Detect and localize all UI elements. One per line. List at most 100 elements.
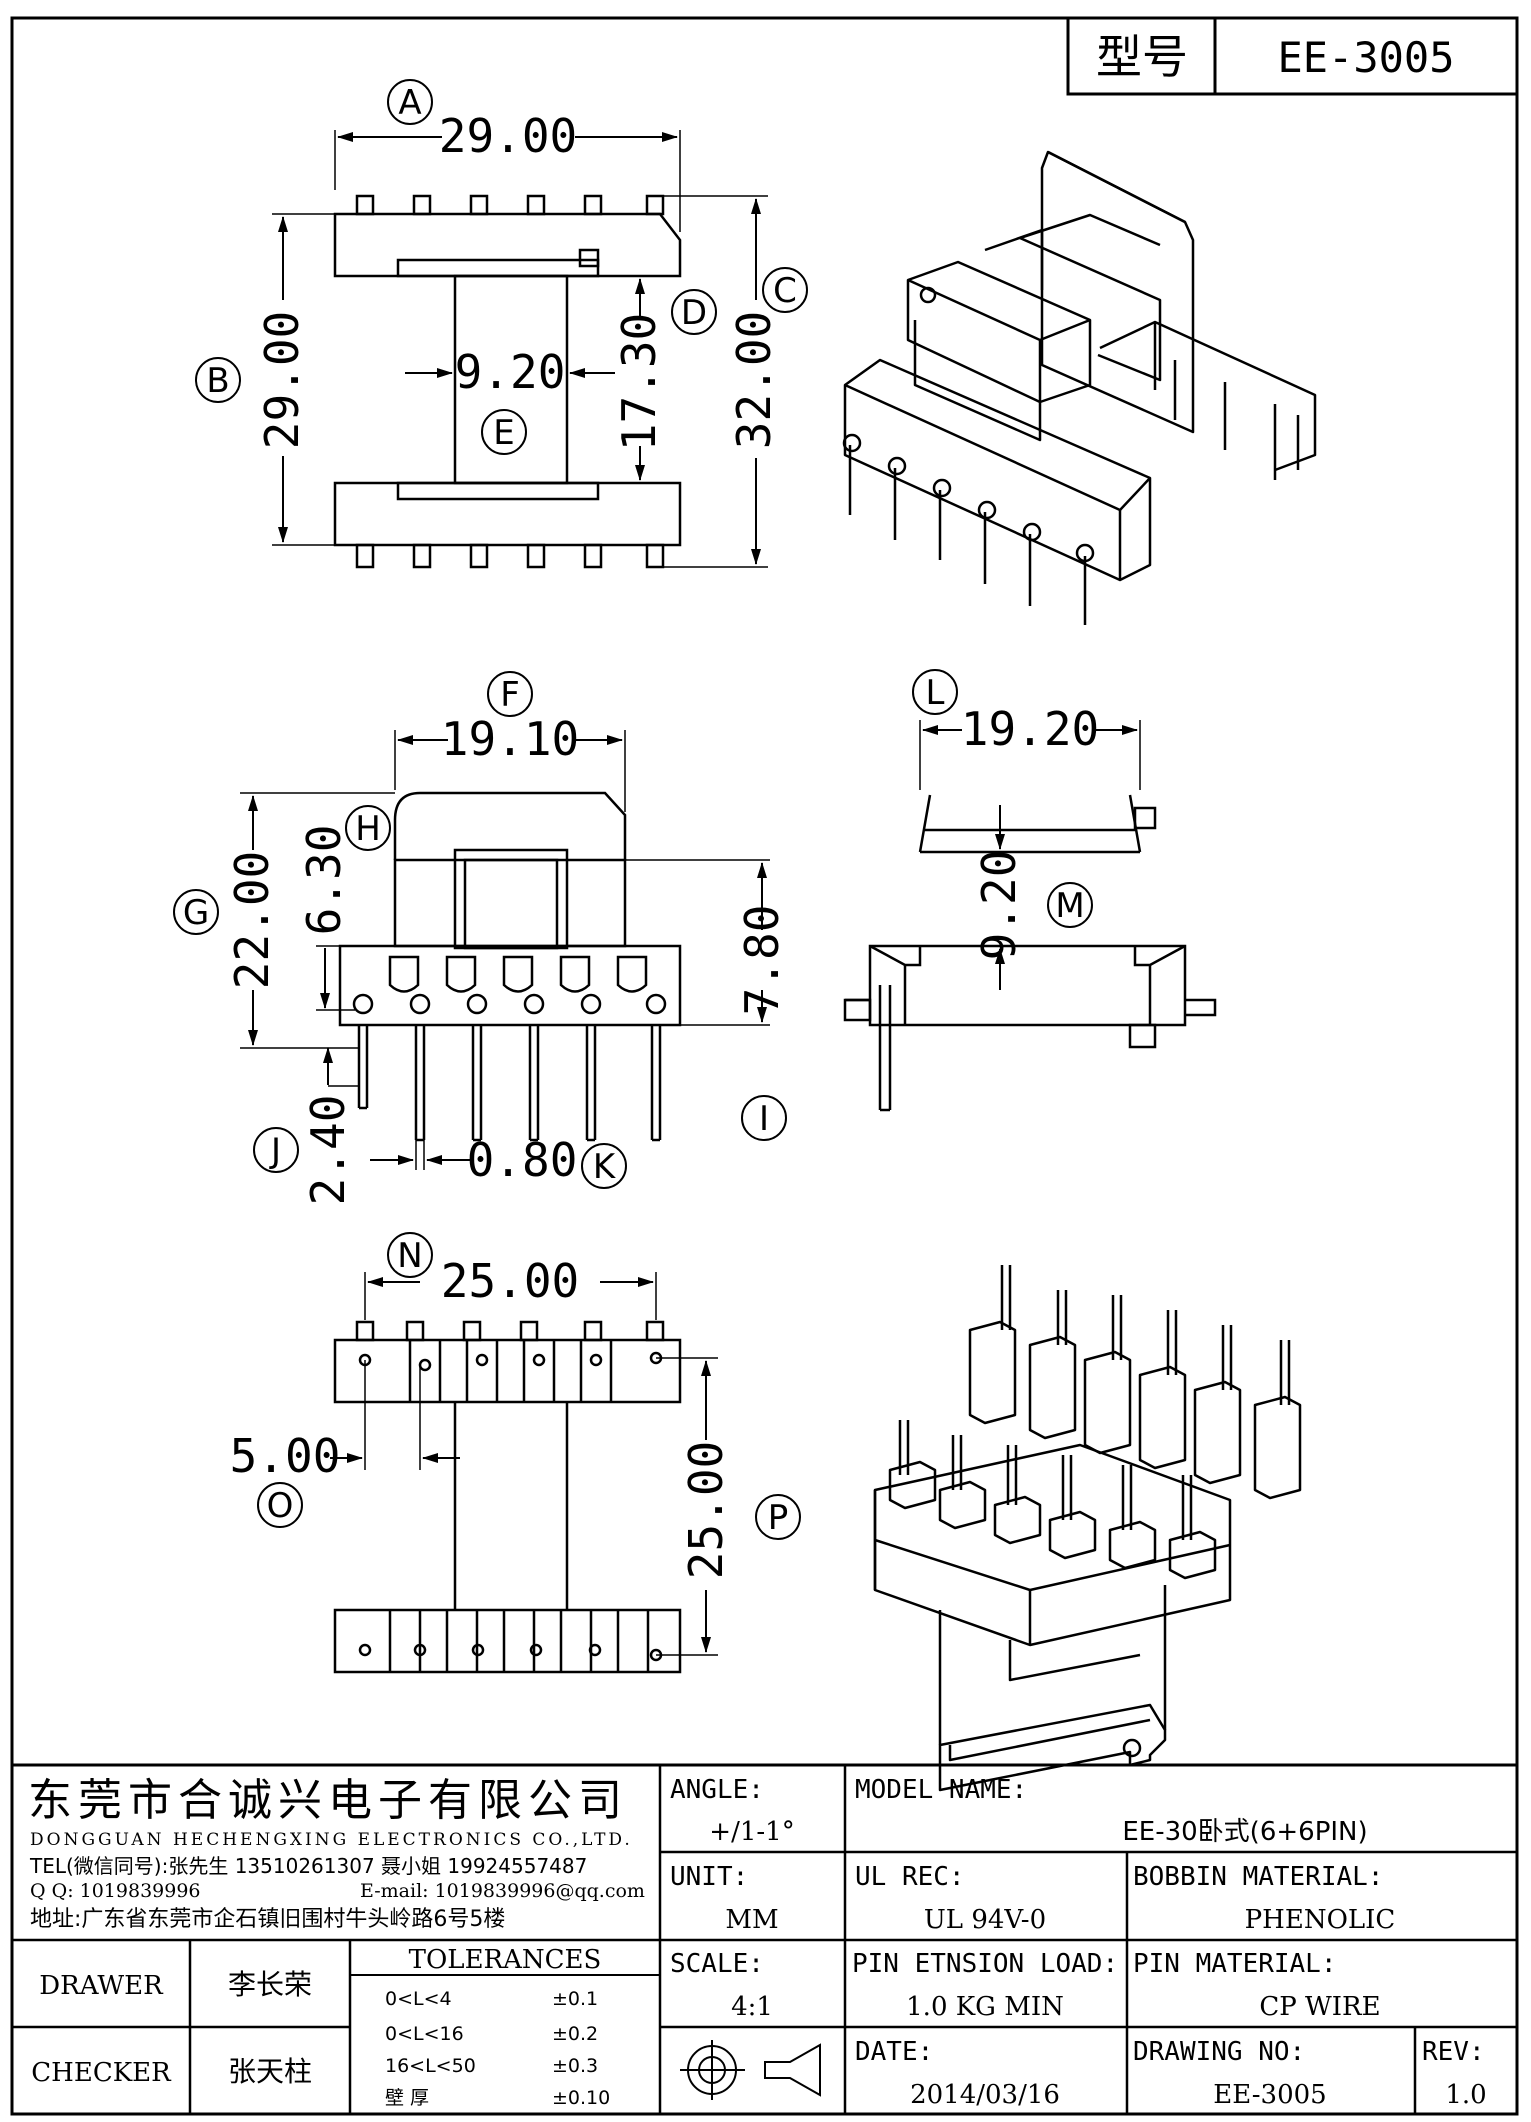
dim-L-value: 19.20 — [961, 702, 1099, 756]
date-label: DATE: — [855, 2037, 933, 2067]
bubble-E: E — [493, 413, 514, 453]
company-tel: TEL(微信同号):张先生 13510261307 聂小姐 1992455748… — [29, 1854, 587, 1878]
dim-H-value: 6.30 — [297, 825, 351, 936]
company-name-cn: 东莞市合诚兴电子有限公司 — [28, 1775, 628, 1826]
dim-K-value: 0.80 — [467, 1133, 578, 1187]
dim-F-value: 19.10 — [441, 712, 579, 766]
checker-label: CHECKER — [31, 2058, 172, 2088]
pin-load-label: PIN ETNSION LOAD: — [852, 1949, 1118, 1979]
tol-range-2: 0<L<16 — [385, 2023, 464, 2045]
ul-rec-value: UL 94V-0 — [924, 1905, 1046, 1935]
rev-label: REV: — [1422, 2037, 1485, 2067]
bubble-F: F — [500, 675, 520, 715]
scale-value: 4:1 — [731, 1992, 773, 2022]
tolerances-title: TOLERANCES — [409, 1945, 602, 1975]
dim-G-value: 22.00 — [225, 851, 279, 989]
top-view-upper-pins — [355, 194, 665, 216]
bubble-J: J — [269, 1131, 281, 1171]
drawer-label: DRAWER — [39, 1971, 164, 2001]
dim-O-value: 5.00 — [230, 1429, 341, 1483]
dim-D-value: 17.30 — [612, 313, 666, 451]
top-flange — [333, 212, 682, 278]
title-block-text: 东莞市合诚兴电子有限公司 DONGGUAN HECHENGXING ELECTR… — [28, 1775, 1487, 2110]
unit-label: UNIT: — [670, 1862, 748, 1892]
iso-bottom-pins — [898, 1265, 1291, 1540]
side-view — [843, 720, 1217, 1112]
bubble-D: D — [681, 293, 707, 333]
isometric-view-top — [842, 150, 1317, 625]
bubble-I: I — [759, 1099, 769, 1139]
iso-bottom-sockets — [888, 1320, 1302, 1580]
company-qq: Q Q: 1019839996 — [30, 1880, 201, 1902]
bobbin-material-label: BOBBIN MATERIAL: — [1133, 1862, 1383, 1892]
bubble-K: K — [593, 1147, 617, 1187]
dim-J-value: 2.40 — [301, 1095, 355, 1206]
company-email: E-mail: 1019839996@qq.com — [360, 1880, 645, 1902]
dim-B-value: 29.00 — [255, 311, 309, 449]
tol-value-1: ±0.1 — [552, 1988, 598, 2010]
front-core-top — [393, 791, 627, 860]
top-view — [272, 130, 768, 569]
top-view-lower-pins — [355, 543, 665, 569]
scale-label: SCALE: — [670, 1949, 764, 1979]
bottom-flange — [333, 481, 682, 547]
model-header-box: 型号 EE-3005 — [1066, 16, 1519, 96]
core-window — [453, 848, 569, 950]
dim-E-value: 9.20 — [455, 345, 566, 399]
model-name-value: EE-30卧式(6+6PIN) — [1122, 1817, 1367, 1847]
front-pin-slots — [352, 955, 667, 1015]
title-block — [12, 1763, 1517, 2114]
bubble-N: N — [397, 1236, 422, 1276]
model-name-label: MODEL NAME: — [855, 1775, 1027, 1805]
angle-value: +/1-1° — [709, 1817, 794, 1847]
tol-value-2: ±0.2 — [552, 2023, 598, 2045]
tol-value-4: ±0.10 — [552, 2087, 610, 2109]
top-view-labels: A 29.00 B 29.00 C 32.00 D 17.30 E 9.20 — [195, 79, 808, 455]
sheet-border — [10, 16, 1519, 2116]
dim-C-value: 32.00 — [727, 311, 781, 449]
bobbin-material-value: PHENOLIC — [1245, 1905, 1396, 1935]
company-name-en: DONGGUAN HECHENGXING ELECTRONICS CO.,LTD… — [30, 1830, 633, 1850]
side-view-labels: L 19.20 M 9.20 — [912, 669, 1099, 960]
dim-A-value: 29.00 — [439, 109, 577, 163]
angle-label: ANGLE: — [670, 1775, 764, 1805]
drawer-name: 李长荣 — [228, 1968, 312, 2001]
model-header-label: 型号 — [1096, 30, 1188, 84]
front-view — [240, 730, 770, 1170]
bubble-O: O — [267, 1486, 294, 1526]
bubble-G: G — [183, 893, 209, 933]
drawing-no-label: DRAWING NO: — [1133, 2037, 1305, 2067]
bottom-view-labels: N 25.00 O 5.00 P 25.00 — [230, 1232, 801, 1579]
pin-material-value: CP WIRE — [1259, 1992, 1380, 2022]
projection-symbol-icon — [680, 2040, 821, 2100]
tol-range-4: 壁 厚 — [385, 2087, 429, 2109]
model-header-value: EE-3005 — [1277, 33, 1454, 82]
bubble-A: A — [398, 83, 421, 123]
tol-range-3: 16<L<50 — [385, 2055, 476, 2077]
dim-I-value: 7.80 — [735, 905, 789, 1016]
tol-value-3: ±0.3 — [552, 2055, 598, 2077]
dim-N-value: 25.00 — [441, 1254, 579, 1308]
ul-rec-label: UL REC: — [855, 1862, 965, 1892]
bottom-view-lower-slots — [358, 1610, 663, 1672]
date-value: 2014/03/16 — [910, 2080, 1060, 2110]
dim-P-value: 25.00 — [679, 1441, 733, 1579]
bottom-view-upper-slots — [355, 1320, 665, 1402]
isometric-view-bottom — [873, 1265, 1302, 1792]
bubble-L: L — [926, 673, 945, 713]
rev-value: 1.0 — [1445, 2080, 1486, 2110]
bubble-H: H — [355, 809, 381, 849]
bubble-C: C — [773, 271, 797, 311]
iso-top-pins — [842, 360, 1300, 625]
unit-value: MM — [725, 1905, 778, 1935]
pin-material-label: PIN MATERIAL: — [1133, 1949, 1337, 1979]
bubble-B: B — [206, 361, 229, 401]
company-address: 地址:广东省东莞市企石镇旧围村牛头岭路6号5楼 — [30, 1907, 505, 1932]
bottom-view — [330, 1272, 718, 1674]
drawing-no-value: EE-3005 — [1213, 2080, 1326, 2110]
bubble-M: M — [1055, 886, 1084, 926]
front-pins — [357, 1025, 662, 1142]
bubble-P: P — [768, 1498, 789, 1538]
pin-load-value: 1.0 KG MIN — [906, 1992, 1064, 2022]
